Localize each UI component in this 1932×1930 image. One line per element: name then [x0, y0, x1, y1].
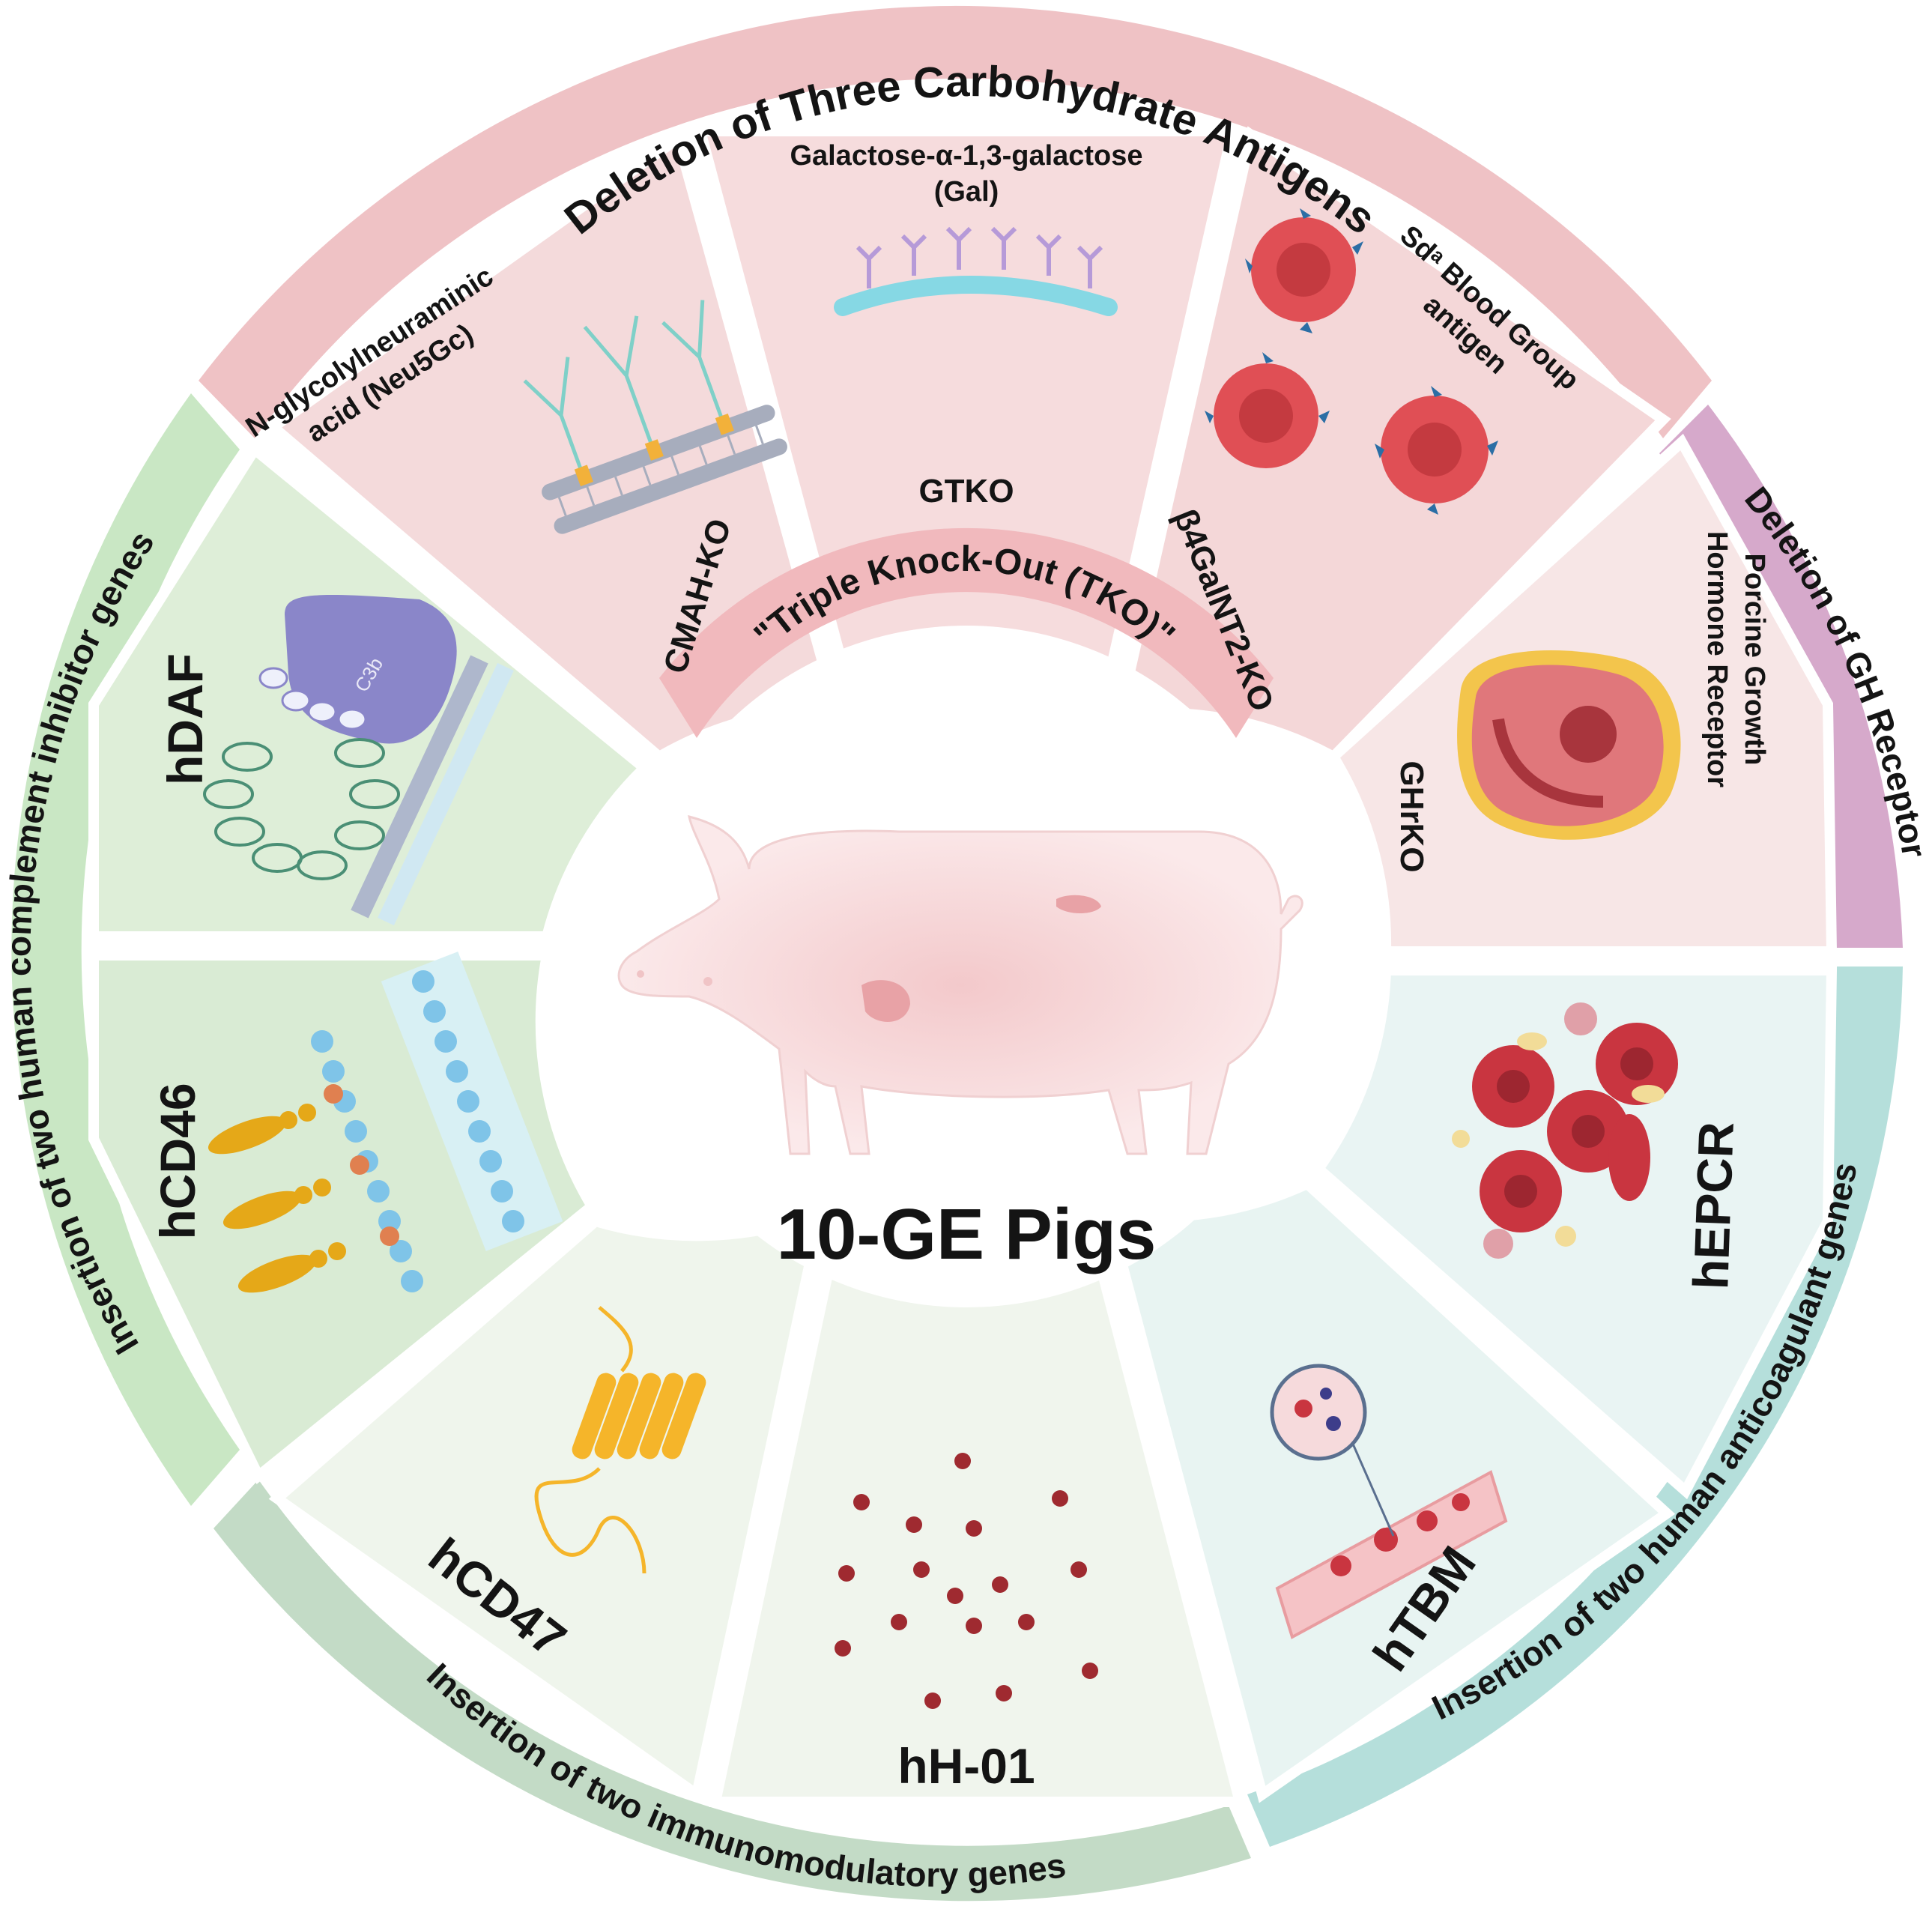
tissue-cross-section-icon — [1457, 650, 1681, 840]
red-blood-cell-icon — [1205, 208, 1498, 515]
gal-title-2: (Gal) — [934, 176, 999, 208]
htbm-group: hTBM — [1270, 1364, 1508, 1681]
center-title: 10-GE Pigs — [777, 1194, 1157, 1274]
ring-band-immunomodulatory — [214, 1480, 1251, 1902]
segment-hepcr — [1311, 965, 1838, 1500]
hcd46-label: hCD46 — [150, 1083, 205, 1239]
membrane-glycan-icon — [523, 300, 787, 534]
membrane-receptor-icon — [208, 952, 563, 1293]
gal-group: Galactose-α-1,3-galactose (Gal) GTKO — [790, 140, 1142, 509]
gal-title-1: Galactose-α-1,3-galactose — [790, 140, 1142, 172]
tko-band — [659, 527, 1274, 738]
hepcr-group: hEPCR — [1452, 1002, 1744, 1290]
ghr-title-1: Porcine Growth — [1739, 554, 1770, 766]
ring-band-carbohydrate — [199, 5, 1712, 439]
hdaf-label: hDAF — [157, 653, 213, 785]
hh01-label: hH-01 — [897, 1738, 1035, 1794]
ring-band-anticoagulant — [1247, 966, 1903, 1847]
ghr-title-2: Hormone Receptor — [1701, 531, 1733, 787]
ghr-group: Porcine Growth Hormone Receptor GHrKO — [1393, 531, 1770, 873]
hdaf-group: C3b hDAF — [157, 595, 514, 926]
ghr-ko: GHrKO — [1393, 760, 1430, 872]
hcd46-group: hCD46 — [150, 952, 563, 1293]
ring-band-complement — [11, 393, 240, 1506]
transmembrane-protein-icon — [534, 1306, 706, 1574]
gal-epitope-icon — [834, 226, 1118, 316]
gal-ko: GTKO — [918, 473, 1014, 509]
hepcr-label: hEPCR — [1683, 1121, 1744, 1290]
blood-cells-icon — [1452, 1002, 1678, 1259]
complement-c3b-icon: C3b — [203, 595, 514, 926]
molecule-dots-icon — [835, 1453, 1098, 1709]
pig-illustration — [617, 814, 1303, 1155]
blood-vessel-icon — [1270, 1364, 1508, 1639]
hh01-group: hH-01 — [835, 1453, 1098, 1794]
